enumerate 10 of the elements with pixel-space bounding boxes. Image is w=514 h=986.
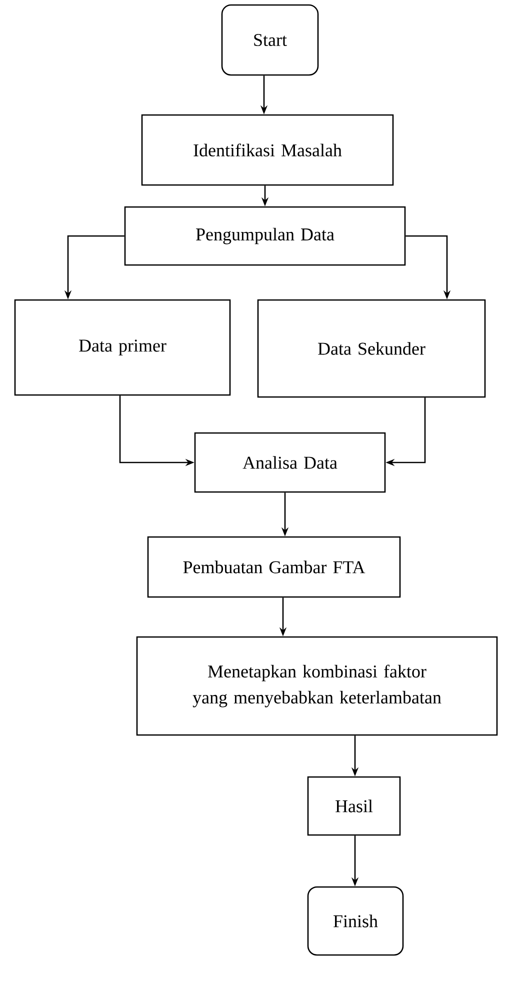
process-box: Data Sekunder (257, 299, 486, 398)
process-box: Analisa Data (194, 432, 386, 493)
process-box: Pembuatan Gambar FTA (147, 536, 401, 598)
process-box: Hasil (307, 776, 401, 836)
process-box: Identifikasi Masalah (141, 114, 394, 186)
process-box: Menetapkan kombinasi faktor yang menyebabkan keterlambatan (136, 636, 498, 736)
process-box: Pengumpulan Data (124, 206, 406, 266)
terminal-box: Finish (307, 886, 404, 956)
process-box: Data primer (14, 299, 231, 396)
terminal-box: Start (221, 4, 319, 76)
